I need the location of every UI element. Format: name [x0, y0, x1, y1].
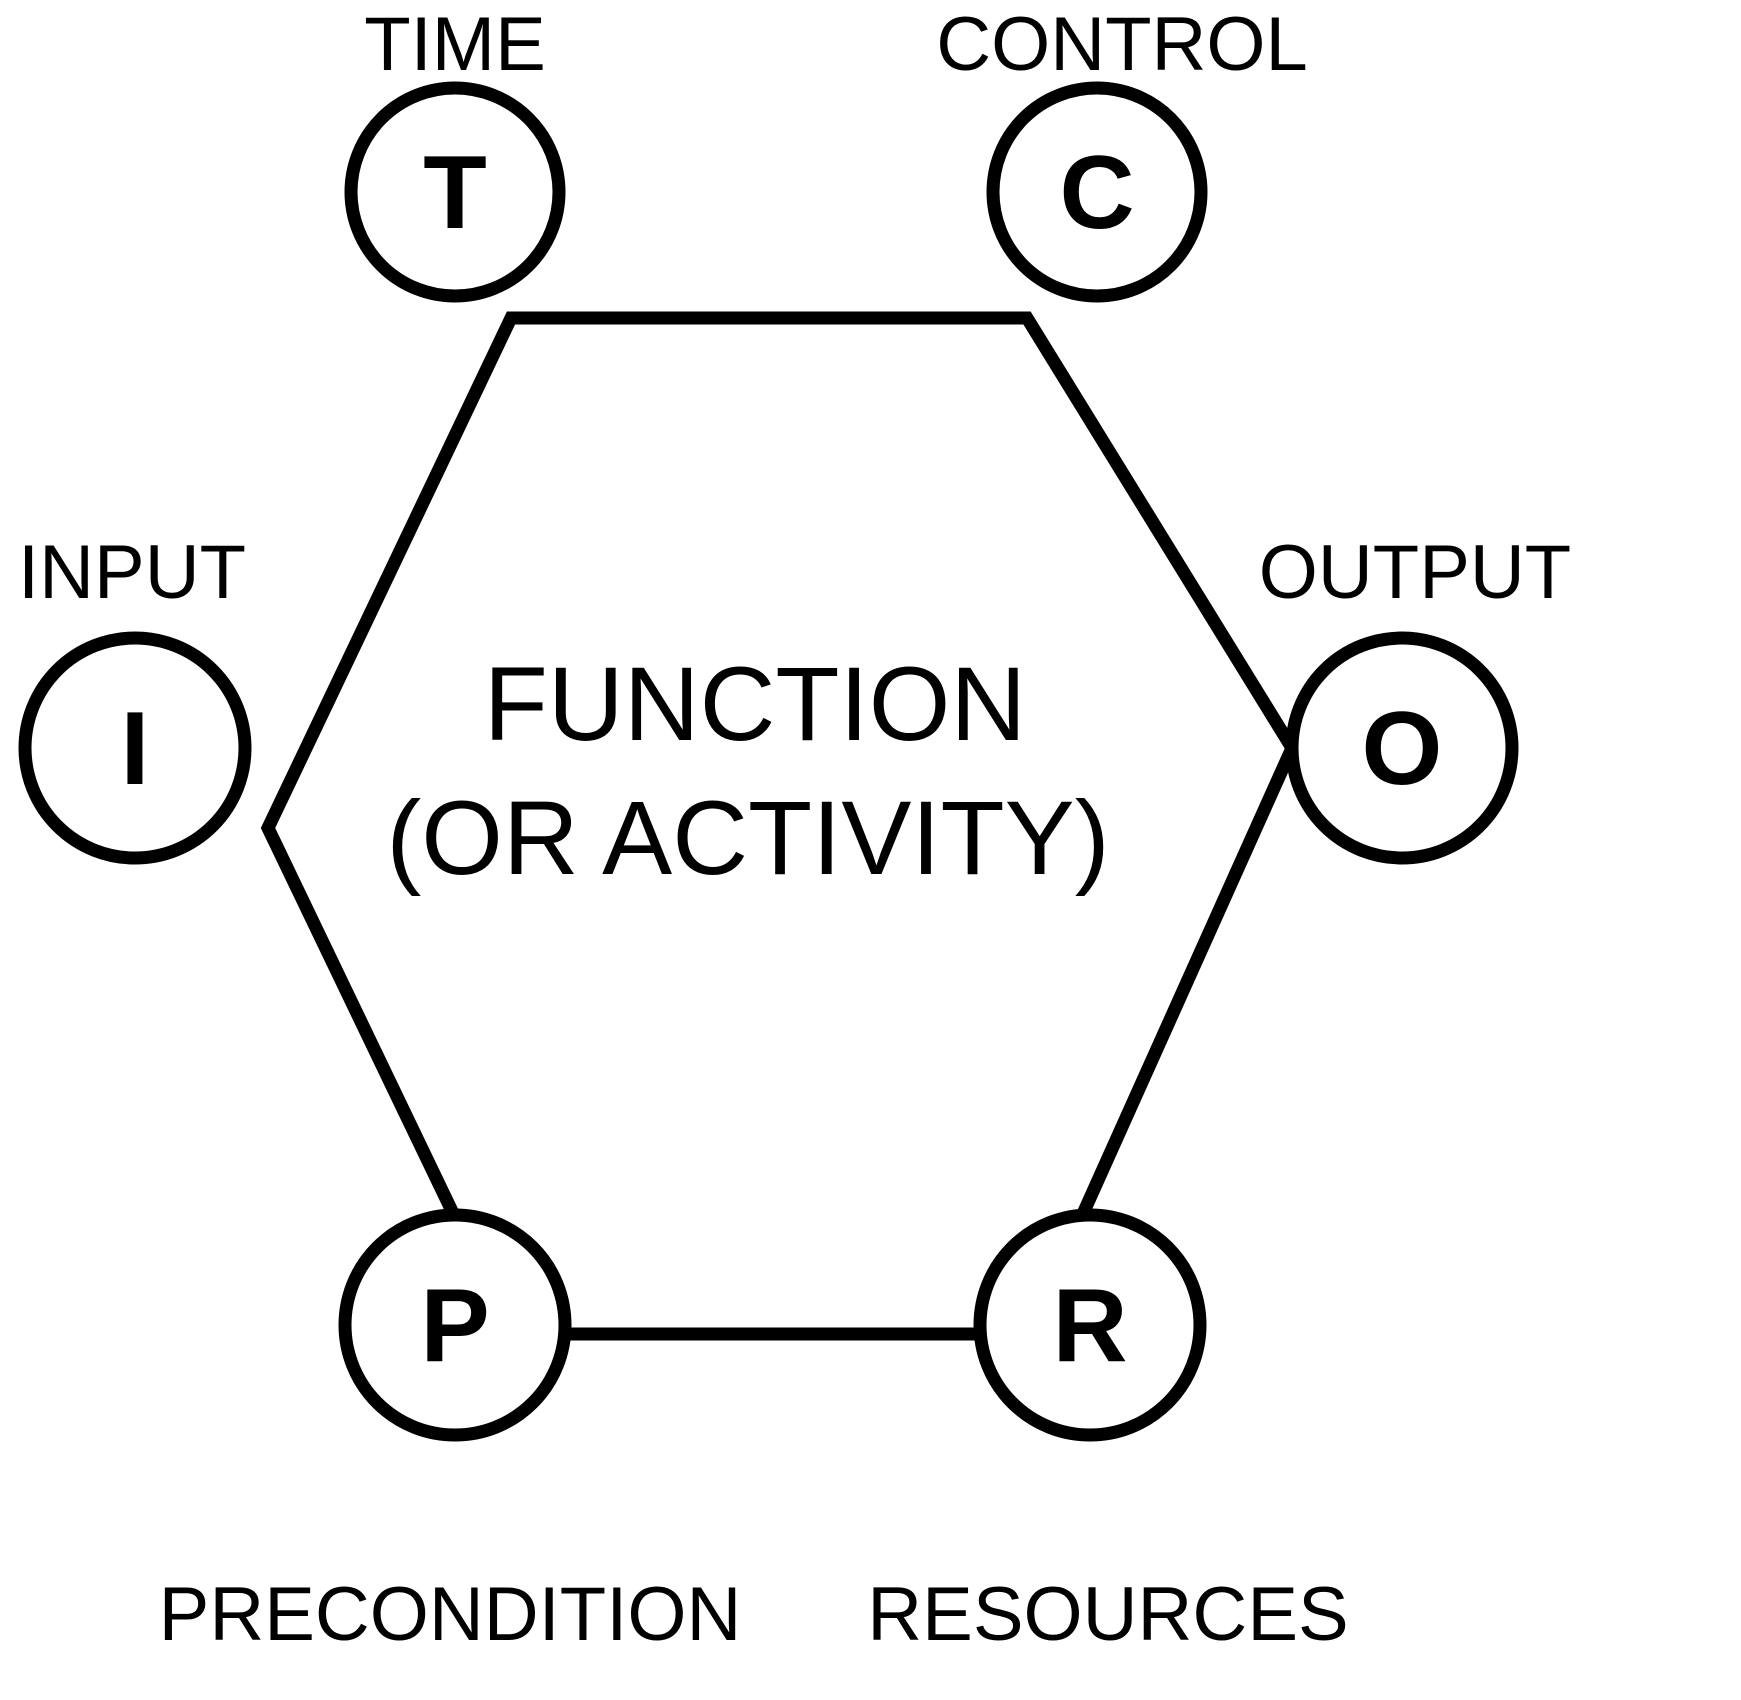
node-caption-input: INPUT: [18, 530, 246, 615]
node-circle-resources[interactable]: [973, 1208, 1207, 1442]
center-label-line1: FUNCTION: [484, 646, 1026, 763]
node-circle-output[interactable]: [1285, 631, 1519, 865]
node-caption-output: OUTPUT: [1259, 530, 1571, 615]
node-circle-input[interactable]: [18, 631, 252, 865]
node-circle-time[interactable]: [344, 81, 566, 303]
center-label: FUNCTION (OR ACTIVITY): [386, 646, 1109, 897]
node-caption-resources: RESOURCES: [867, 1572, 1348, 1657]
node-letter-control: C: [1059, 135, 1134, 251]
node-letter-time: T: [423, 135, 487, 251]
node-letter-precondition: P: [420, 1268, 489, 1384]
node-circle-precondition[interactable]: [338, 1208, 572, 1442]
node-letter-resources: R: [1052, 1268, 1127, 1384]
node-letter-input: I: [121, 691, 150, 807]
node-letter-output: O: [1362, 691, 1443, 807]
node-caption-control: CONTROL: [936, 2, 1308, 87]
node-circle-control[interactable]: [986, 81, 1208, 303]
node-caption-precondition: PRECONDITION: [159, 1572, 742, 1657]
center-label-line2: (OR ACTIVITY): [386, 780, 1109, 897]
node-caption-time: TIME: [364, 2, 546, 87]
